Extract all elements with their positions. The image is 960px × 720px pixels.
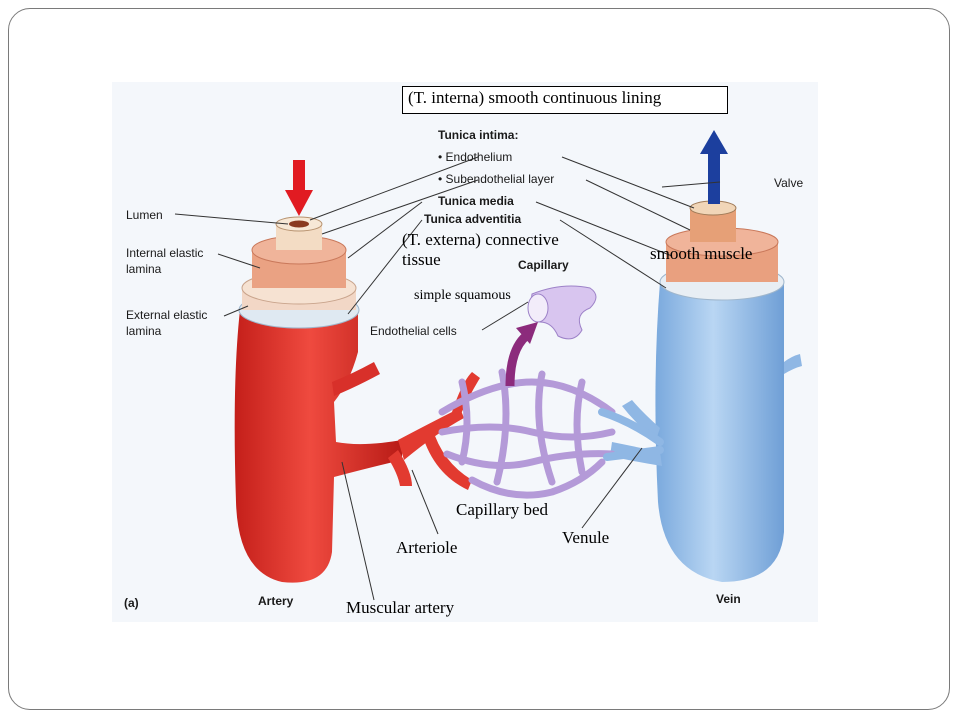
smooth-muscle-label: smooth muscle [650,244,753,263]
muscular-artery-label: Muscular artery [346,598,455,617]
tunica-adventitia-label: Tunica adventitia [424,212,522,226]
flow-out-arrow [700,130,728,204]
endothelium-label: • Endothelium [438,150,513,164]
capillary-detail [527,285,597,340]
arteriole-label: Arteriole [396,538,458,557]
venule-label: Venule [562,528,610,547]
tunica-externa-note-line1: (T. externa) connective [402,230,559,249]
subendothelial-layer-label: • Subendothelial layer [438,172,555,186]
internal-elastic-lamina-line1: Internal elastic [126,246,204,260]
external-elastic-lamina-line2: lamina [126,324,162,338]
diagram-artwork [112,82,818,622]
tunica-interna-callout [402,86,728,114]
vein-label: Vein [716,592,741,606]
leader-lines [174,156,721,601]
tunica-intima-heading: Tunica intima: [438,128,519,142]
valve-label: Valve [774,176,804,190]
capillary-bed [438,368,616,499]
artery-label: Artery [258,594,294,608]
capillary-arrow [505,322,538,387]
artery-vessel [234,216,402,583]
capillary-bed-label: Capillary bed [456,500,549,519]
capillary-label: Capillary [518,258,569,272]
vein-vessel [610,200,802,582]
external-elastic-lamina-line1: External elastic [126,308,208,322]
venule-branches [598,408,664,461]
tunica-interna-note: (T. interna) smooth continuous lining [408,88,662,107]
tunica-media-label: Tunica media [438,194,514,208]
flow-in-arrow [285,160,313,216]
blood-vessel-diagram: (T. interna) smooth continuous lining Tu… [112,82,818,622]
panel-label: (a) [124,596,139,610]
lumen-label: Lumen [126,208,163,222]
simple-squamous-label: simple squamous [414,288,511,303]
endothelial-cells-label: Endothelial cells [370,324,457,338]
internal-elastic-lamina-line2: lamina [126,262,162,276]
tunica-externa-note-line2: tissue [402,250,441,269]
